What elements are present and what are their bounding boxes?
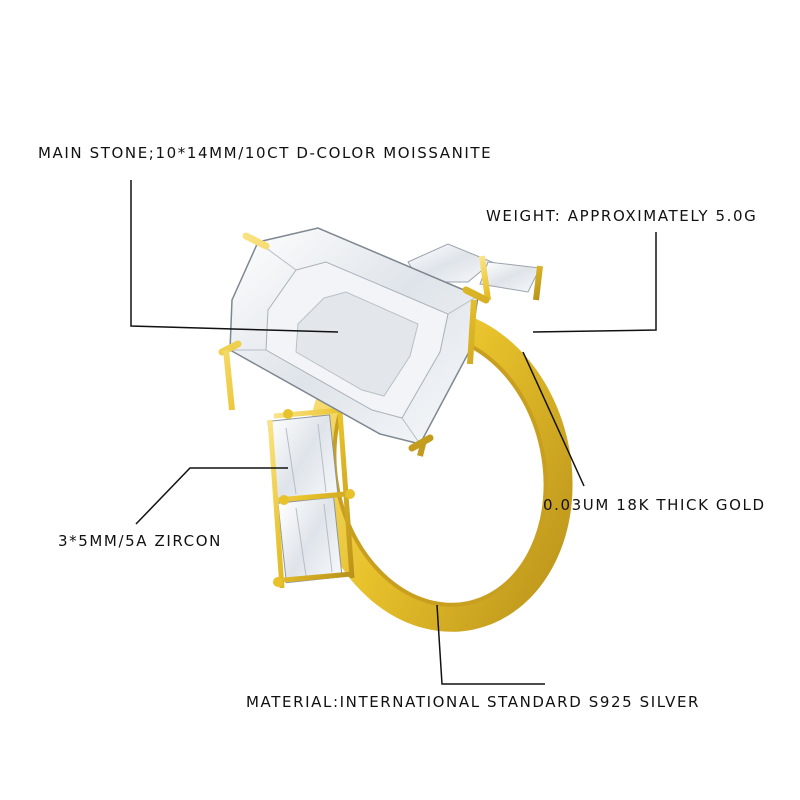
gold-leader: [522, 351, 585, 487]
weight-leader: [532, 232, 657, 333]
plating-label: 0.03UM 18K THICK GOLD: [543, 496, 766, 514]
main-stone: [218, 227, 490, 457]
main-stone-leader: [130, 180, 339, 333]
side-stones-label: 3*5MM/5A ZIRCON: [58, 532, 222, 550]
zircon-leader: [135, 467, 288, 525]
material-leader: [436, 604, 545, 685]
weight-label: WEIGHT: APPROXIMATELY 5.0G: [486, 207, 758, 225]
main-stone-label: MAIN STONE;10*14MM/10CT D-COLOR MOISSANI…: [38, 144, 493, 162]
side-stones-front: [267, 407, 355, 589]
material-label: MATERIAL:INTERNATIONAL STANDARD S925 SIL…: [246, 693, 701, 711]
annotation-lines: [130, 180, 657, 685]
